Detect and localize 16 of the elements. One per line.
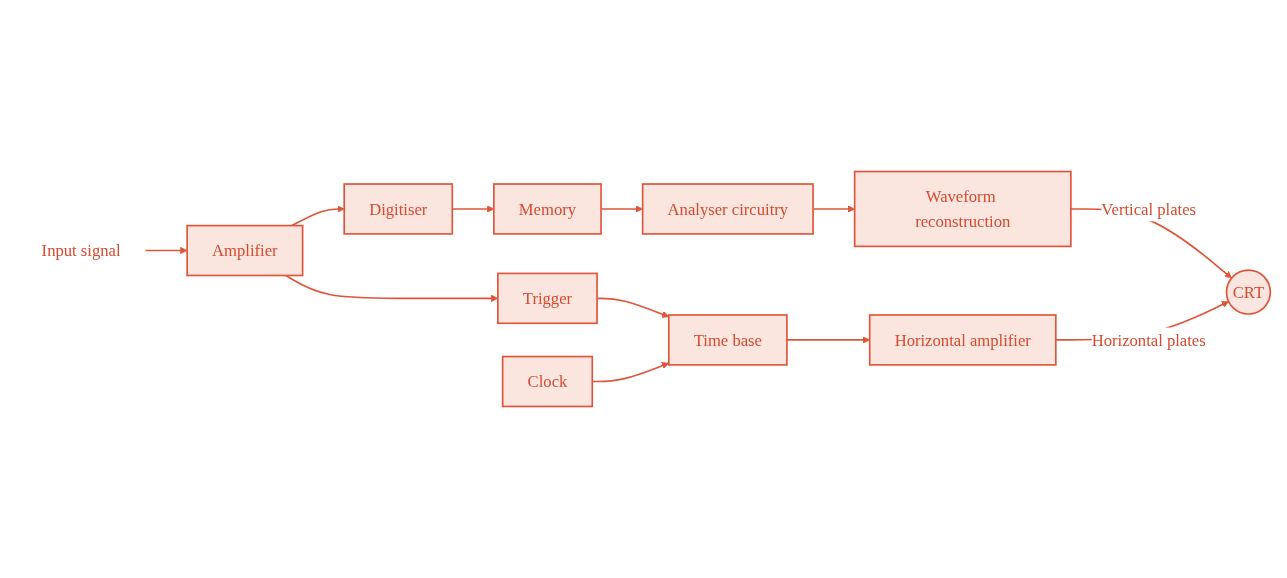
node-box: Analyser circuitry bbox=[641, 183, 814, 235]
arrow bbox=[144, 246, 188, 255]
edge-label: Vertical plates bbox=[1101, 199, 1197, 219]
node-box: Time base bbox=[667, 314, 788, 366]
node-box: Horizontal amplifier bbox=[868, 314, 1057, 366]
node-box: Memory bbox=[493, 183, 602, 235]
node-box: Amplifier bbox=[186, 224, 304, 277]
node-box: Waveform reconstruction bbox=[853, 170, 1072, 248]
arrow bbox=[291, 205, 345, 227]
edge-label: Horizontal plates bbox=[1091, 330, 1206, 350]
node-text: Input signal bbox=[41, 241, 121, 260]
node-circle: CRT bbox=[1225, 269, 1272, 315]
arrow bbox=[786, 336, 870, 344]
node-box: Digitiser bbox=[343, 183, 454, 235]
node-box: Trigger bbox=[497, 272, 598, 325]
node-box: Clock bbox=[501, 355, 594, 408]
